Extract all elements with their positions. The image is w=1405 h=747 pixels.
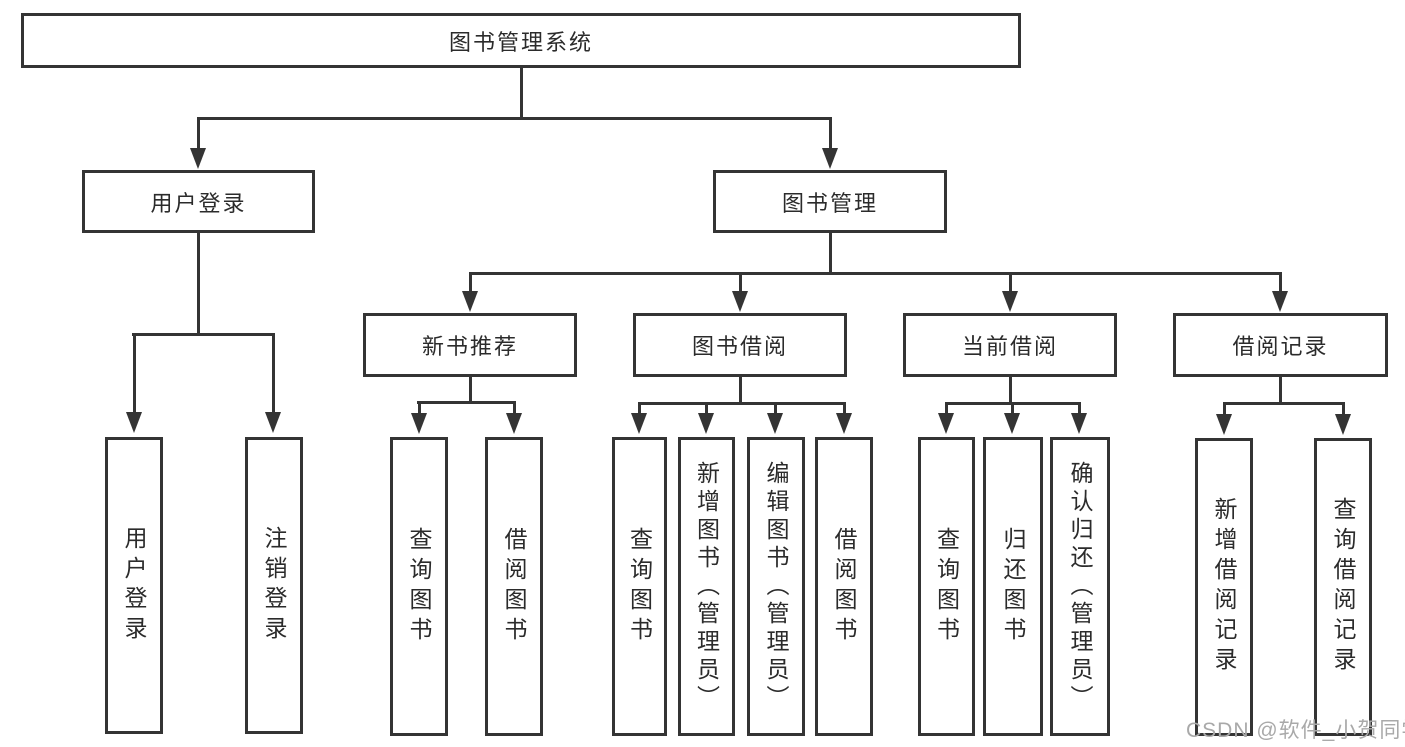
node-current-borrow: 当前借阅 bbox=[903, 313, 1117, 377]
connector-line bbox=[739, 377, 742, 404]
connector-line bbox=[1223, 402, 1344, 405]
connector-line bbox=[739, 272, 742, 294]
node-library-system: 图书管理系统 bbox=[21, 13, 1021, 68]
arrowhead-icon bbox=[836, 413, 852, 434]
arrowhead-icon bbox=[1004, 413, 1020, 434]
connector-line bbox=[1011, 402, 1014, 416]
arrowhead-icon bbox=[631, 413, 647, 434]
connector-line bbox=[520, 68, 523, 120]
leaf-borrow-query: 查询图书 bbox=[612, 437, 667, 736]
leaf-borrow-add-admin: 新增图书（管理员） bbox=[678, 437, 735, 736]
connector-line bbox=[469, 272, 1282, 275]
arrowhead-icon bbox=[767, 413, 783, 434]
connector-line bbox=[843, 402, 846, 416]
connector-line bbox=[1009, 377, 1012, 405]
leaf-user-login: 用户登录 bbox=[105, 437, 163, 734]
connector-line bbox=[1223, 402, 1226, 417]
node-new-book-recommend: 新书推荐 bbox=[363, 313, 577, 377]
leaf-records-add: 新增借阅记录 bbox=[1195, 438, 1253, 736]
connector-line bbox=[1342, 402, 1345, 417]
connector-line bbox=[638, 402, 846, 405]
leaf-borrow-edit-admin: 编辑图书（管理员） bbox=[747, 437, 805, 736]
csdn-watermark: CSDN @软件_小贺同学 bbox=[1186, 719, 1405, 742]
node-user-login: 用户登录 bbox=[82, 170, 315, 233]
leaf-records-query: 查询借阅记录 bbox=[1314, 438, 1372, 736]
leaf-current-return: 归还图书 bbox=[983, 437, 1043, 736]
arrowhead-icon bbox=[1272, 291, 1288, 312]
connector-line bbox=[1279, 272, 1282, 294]
leaf-current-query: 查询图书 bbox=[918, 437, 975, 736]
arrowhead-icon bbox=[462, 291, 478, 312]
leaf-borrow-borrow: 借阅图书 bbox=[815, 437, 873, 736]
arrowhead-icon bbox=[1071, 413, 1087, 434]
connector-line bbox=[132, 333, 275, 336]
arrowhead-icon bbox=[265, 412, 281, 433]
leaf-newbooks-borrow: 借阅图书 bbox=[485, 437, 543, 736]
connector-line bbox=[418, 401, 421, 416]
arrowhead-icon bbox=[822, 148, 838, 169]
connector-line bbox=[513, 401, 516, 416]
node-borrow-records: 借阅记录 bbox=[1173, 313, 1388, 377]
connector-line bbox=[197, 117, 832, 120]
connector-line bbox=[469, 272, 472, 294]
connector-line bbox=[133, 333, 136, 414]
connector-line bbox=[945, 402, 948, 416]
connector-line bbox=[774, 402, 777, 416]
connector-line bbox=[1009, 272, 1012, 294]
connector-line bbox=[272, 333, 275, 414]
connector-line bbox=[705, 402, 708, 416]
node-book-management: 图书管理 bbox=[713, 170, 947, 233]
connector-line bbox=[1078, 402, 1081, 416]
connector-line bbox=[469, 377, 472, 404]
arrowhead-icon bbox=[506, 413, 522, 434]
connector-line bbox=[417, 401, 516, 404]
connector-line bbox=[197, 117, 200, 151]
node-book-borrow: 图书借阅 bbox=[633, 313, 847, 377]
connector-line bbox=[829, 233, 832, 275]
connector-line bbox=[197, 233, 200, 336]
leaf-logout: 注销登录 bbox=[245, 437, 303, 734]
arrowhead-icon bbox=[698, 413, 714, 434]
arrowhead-icon bbox=[732, 291, 748, 312]
arrowhead-icon bbox=[126, 412, 142, 433]
arrowhead-icon bbox=[938, 413, 954, 434]
arrowhead-icon bbox=[1002, 291, 1018, 312]
connector-line bbox=[829, 117, 832, 151]
connector-line bbox=[1279, 377, 1282, 405]
leaf-newbooks-query: 查询图书 bbox=[390, 437, 448, 736]
arrowhead-icon bbox=[1216, 414, 1232, 435]
leaf-current-confirm-admin: 确认归还（管理员） bbox=[1050, 437, 1110, 736]
arrowhead-icon bbox=[411, 413, 427, 434]
arrowhead-icon bbox=[190, 148, 206, 169]
connector-line bbox=[638, 402, 641, 416]
arrowhead-icon bbox=[1335, 414, 1351, 435]
